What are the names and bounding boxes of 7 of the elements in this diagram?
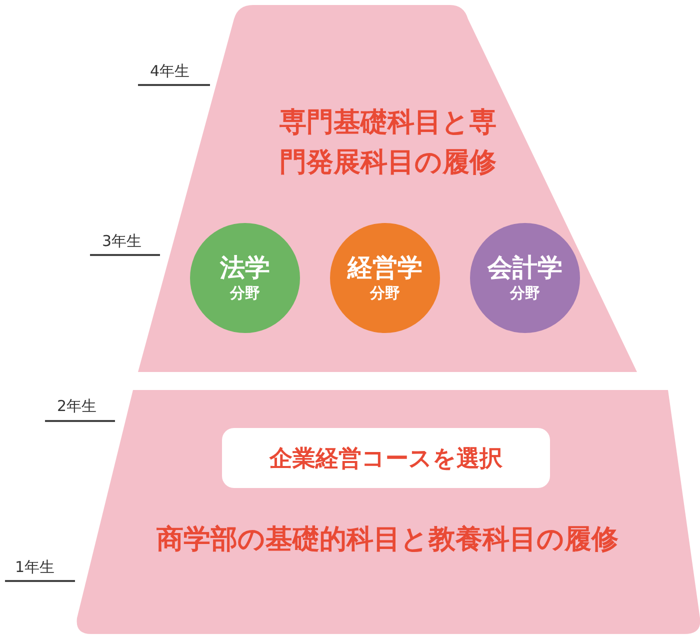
choice-box: 企業経営コースを選択 bbox=[222, 428, 550, 488]
year-label: 4年生 bbox=[150, 62, 190, 81]
band-heading: 専門基礎科目と専門発展科目の履修 bbox=[278, 106, 498, 180]
band-heading: 商学部の基礎的科目と教養科目の履修 bbox=[156, 523, 620, 557]
year-label: 1年生 bbox=[15, 558, 55, 577]
year-label: 2年生 bbox=[57, 397, 97, 416]
year-label: 3年生 bbox=[102, 232, 142, 251]
